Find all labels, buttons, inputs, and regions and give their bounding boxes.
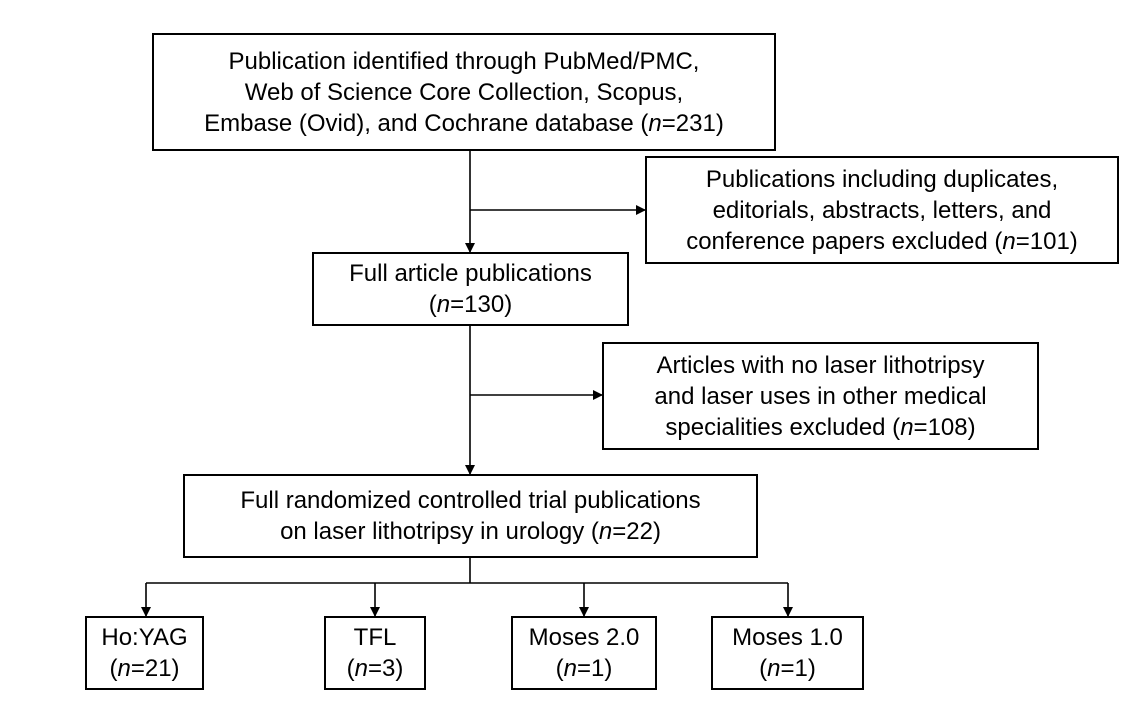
identified-box: Publication identified through PubMed/PM… — [152, 33, 776, 151]
rct-line-1: Full randomized controlled trial publica… — [240, 487, 701, 514]
outcome-count: (n=3) — [346, 655, 404, 682]
outcome-box-hoyag: Ho:YAG (n=21) — [85, 616, 204, 690]
outcome-label: Ho:YAG — [101, 624, 188, 651]
outcome-box-moses20: Moses 2.0 (n=1) — [511, 616, 657, 690]
excluded-1-line-1: Publications including duplicates, — [705, 165, 1059, 193]
excluded-duplicates-box: Publications including duplicates, edito… — [645, 156, 1119, 264]
excluded-no-laser-box: Articles with no laser lithotripsy and l… — [602, 342, 1039, 450]
full-articles-line-2: (n=130) — [428, 291, 513, 318]
full-articles-line-1: Full article publications — [349, 260, 592, 287]
rct-line-2: on laser lithotripsy in urology (n=22) — [280, 518, 661, 545]
identified-line-3: Embase (Ovid), and Cochrane database (n=… — [204, 109, 724, 137]
outcome-count: (n=1) — [555, 655, 613, 682]
excluded-1-line-3: conference papers excluded (n=101) — [686, 227, 1078, 255]
outcome-label: Moses 1.0 — [732, 624, 843, 651]
excluded-1-line-2: editorials, abstracts, letters, and — [712, 196, 1052, 224]
rct-box: Full randomized controlled trial publica… — [183, 474, 758, 558]
outcome-box-moses10: Moses 1.0 (n=1) — [711, 616, 864, 690]
identified-line-2: Web of Science Core Collection, Scopus, — [244, 78, 684, 106]
full-articles-box: Full article publications (n=130) — [312, 252, 629, 326]
outcome-count: (n=21) — [109, 655, 180, 682]
excluded-2-line-3: specialities excluded (n=108) — [665, 413, 976, 441]
outcome-box-tfl: TFL (n=3) — [324, 616, 426, 690]
excluded-2-line-2: and laser uses in other medical — [654, 382, 987, 410]
outcome-label: Moses 2.0 — [528, 624, 640, 651]
excluded-2-line-1: Articles with no laser lithotripsy — [656, 351, 985, 379]
identified-line-1: Publication identified through PubMed/PM… — [228, 47, 700, 75]
outcome-count: (n=1) — [759, 655, 816, 682]
outcome-label: TFL — [353, 624, 397, 651]
